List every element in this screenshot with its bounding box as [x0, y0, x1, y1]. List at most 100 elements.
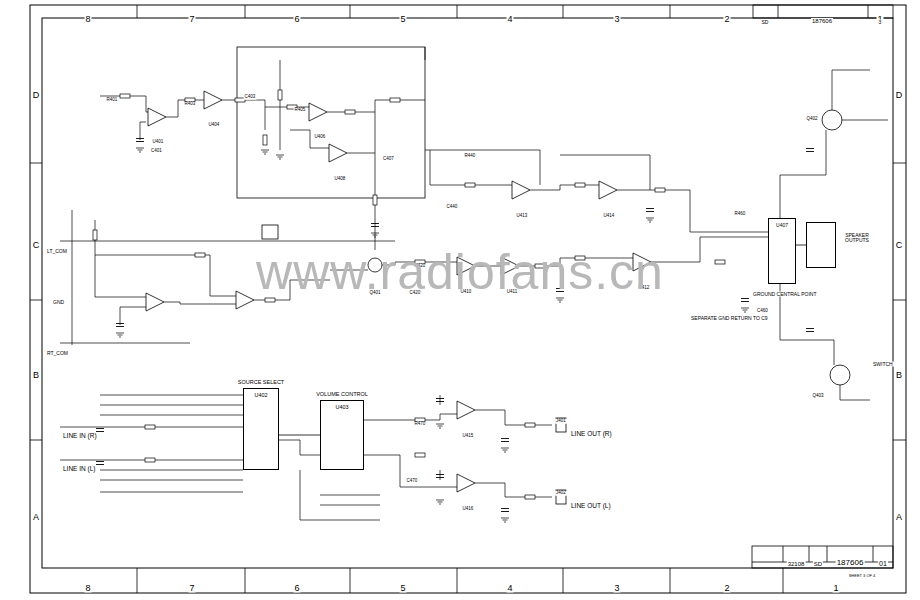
transistor-symbol [822, 110, 842, 130]
reference-designator: U404 [208, 123, 221, 128]
zone-letter: B [895, 371, 903, 380]
wire [475, 483, 552, 497]
zone-letter: C [895, 241, 904, 250]
resistor-symbol [390, 98, 400, 102]
zone-ticks [30, 5, 906, 593]
title-block-divider [783, 546, 784, 562]
ground-symbol [501, 448, 509, 452]
wire [140, 122, 146, 140]
reference-designator: U416 [462, 507, 475, 512]
wire [60, 343, 190, 344]
capacitor-symbol [436, 399, 444, 402]
zone-tick [30, 300, 42, 301]
zone-number: 3 [613, 15, 620, 24]
zone-tick [245, 568, 246, 593]
wire [327, 100, 425, 112]
ground-symbol [501, 518, 509, 522]
ground-symbol [276, 155, 284, 159]
zone-tick [245, 5, 246, 18]
wire [100, 470, 243, 471]
capacitor-symbol [96, 462, 104, 465]
net-label: RT_COM [46, 351, 69, 356]
zone-tick [137, 568, 138, 593]
wire [832, 70, 870, 110]
capacitor-symbol [806, 149, 814, 152]
zone-tick [893, 300, 906, 301]
inner-frame [42, 18, 893, 568]
capacitor-plates [806, 329, 814, 332]
opamp-symbol [309, 103, 327, 121]
zone-number: 8 [84, 584, 91, 593]
reference-designator: R405 [294, 108, 307, 113]
reference-designator: C440 [446, 205, 459, 210]
zone-tick [893, 440, 906, 441]
wire [100, 96, 148, 112]
drawing-number: 187606 [836, 559, 865, 567]
zone-tick [350, 568, 351, 593]
sheet-number: SHEET 3 OF 4 [848, 574, 877, 578]
reference-designator: U401 [152, 140, 165, 145]
capacitor-symbol [436, 475, 444, 478]
title-block-divider [778, 5, 779, 18]
wire [475, 410, 552, 425]
capacitor-plates [96, 462, 104, 465]
resistor-symbol [525, 423, 535, 427]
ground-symbol [116, 333, 124, 337]
ground-symbol [646, 218, 654, 222]
zone-letter: B [32, 371, 40, 380]
title-block-frame [753, 5, 893, 18]
opamp-symbol [204, 91, 222, 109]
reference-designator: U415 [462, 434, 475, 439]
zone-tick [30, 163, 42, 164]
port-label: LINE IN (R) [62, 433, 98, 440]
wire [275, 440, 320, 455]
zone-letter: A [895, 513, 903, 522]
part-name: U407 [769, 223, 795, 228]
wire [347, 112, 375, 153]
capacitor-symbol [371, 224, 379, 227]
wire [100, 405, 243, 406]
opamp-symbol [236, 291, 254, 309]
wire [300, 470, 380, 520]
title-block-cell: 01 [878, 560, 888, 567]
resistor-symbol [345, 110, 355, 114]
opamp-symbol [512, 181, 530, 199]
zone-tick [30, 440, 42, 441]
resistor-symbol [265, 298, 275, 302]
title-block-divider [873, 546, 874, 562]
capacitor-plates [96, 429, 104, 432]
reference-designator: J401 [555, 419, 567, 424]
zone-tick [563, 568, 564, 593]
reference-designator: Q403 [811, 394, 824, 399]
wire [72, 210, 73, 345]
net-label: SWITCH [872, 362, 894, 367]
wire [440, 395, 441, 405]
signal-bus [796, 245, 806, 246]
ground-symbol [136, 148, 144, 152]
net-label: LT_COM [46, 249, 68, 254]
zone-letter: D [32, 91, 41, 100]
wire [100, 492, 243, 493]
reference-designator: C403 [244, 95, 257, 100]
reference-designator: C401 [150, 149, 163, 154]
opamp-symbol [329, 144, 347, 162]
zone-tick [457, 568, 458, 593]
zone-number: 2 [723, 584, 730, 593]
reference-designator: R440 [464, 154, 477, 159]
zone-number: 8 [84, 15, 91, 24]
wire [95, 255, 236, 296]
zone-number: 4 [506, 584, 513, 593]
capacitor-plates [741, 299, 749, 302]
title-block-divider [827, 546, 828, 562]
ic-package: VOLUME CONTROLU403 [320, 400, 364, 470]
title-block-cell: 32108 [787, 561, 806, 567]
regulator-symbol [262, 225, 278, 239]
resistor-symbol [145, 425, 155, 429]
zone-tick [563, 5, 564, 18]
resistor-symbol [575, 183, 585, 187]
zone-number: 7 [188, 15, 195, 24]
part-name: U403 [321, 405, 363, 411]
resistor-symbol [93, 230, 97, 240]
reference-designator: Q402 [805, 117, 818, 122]
circuit-symbols [60, 47, 888, 522]
